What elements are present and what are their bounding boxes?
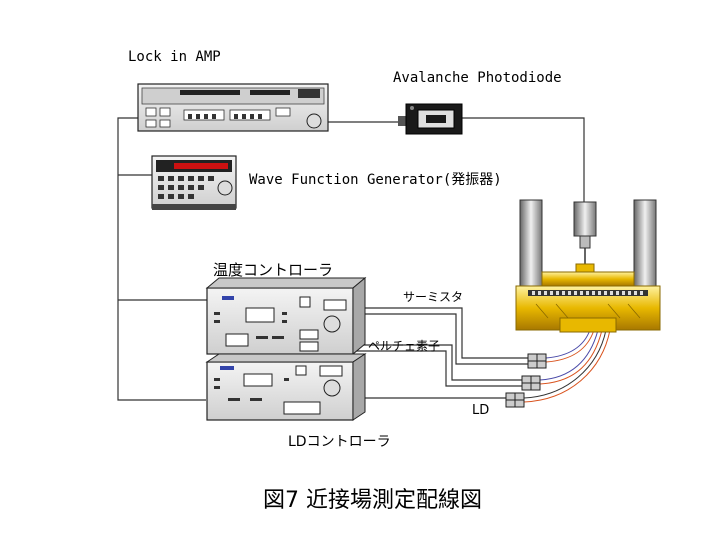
connector-peltier: [521, 375, 541, 391]
thermistor-label: サーミスタ: [403, 290, 464, 304]
wave-function-generator-label: Wave Function Generator(発振器): [249, 172, 502, 188]
wire-peltier-b: [352, 350, 522, 387]
temperature-controller-label: 温度コントローラ: [213, 261, 334, 279]
connector-thermistor: [527, 353, 547, 369]
lock-in-amp-label: Lock in AMP: [128, 49, 221, 65]
wire-apd-probe: [462, 117, 585, 202]
figure-caption: 図7 近接場測定配線図: [263, 488, 482, 513]
wire-thermistor-a: [350, 307, 528, 359]
lock-in-amp-device: [137, 83, 329, 132]
peltier-element-label: ペルチェ素子: [368, 339, 441, 353]
temperature-controller-device: [205, 276, 367, 356]
wire-thermistor-b: [350, 313, 528, 365]
wire-peltier-a: [352, 344, 522, 381]
ld-controller-device: [205, 353, 367, 421]
connector-ld: [505, 392, 525, 408]
avalanche-photodiode-device: [398, 103, 463, 135]
ld-label: LD: [472, 403, 490, 418]
avalanche-photodiode-label: Avalanche Photodiode: [393, 70, 562, 86]
terminal-connectors: [505, 353, 547, 408]
wave-function-generator-device: [151, 155, 237, 210]
wiring: [117, 117, 585, 401]
measurement-stage: [515, 199, 661, 333]
ld-controller-label: LDコントローラ: [288, 434, 391, 450]
wire-lockin-left-bus: [117, 117, 206, 401]
stage-leads: [523, 329, 611, 403]
